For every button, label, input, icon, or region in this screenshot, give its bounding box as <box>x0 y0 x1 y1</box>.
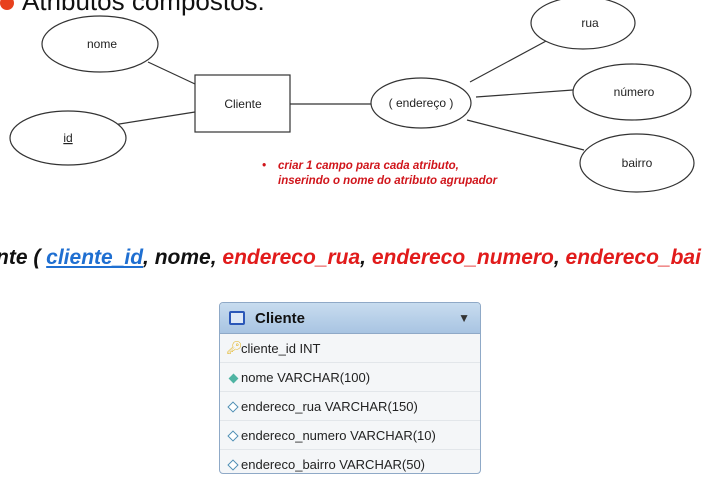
column-label: endereco_numero VARCHAR(10) <box>241 427 436 443</box>
table-icon <box>229 311 245 325</box>
attribute-endereco-label: ( endereço ) <box>389 96 454 110</box>
column-label: cliente_id INT <box>241 340 321 356</box>
relation-sep-3: , <box>553 246 566 269</box>
table-header[interactable]: Cliente ▼ <box>220 303 480 334</box>
table-column-row[interactable]: 🔑︎ cliente_id INT <box>220 334 480 363</box>
attribute-bairro <box>579 133 695 193</box>
open-diamond-icon <box>226 399 239 414</box>
open-diamond-icon <box>226 457 239 472</box>
relation-field-bairro: endereco_bai <box>565 246 701 269</box>
connector-endereco-numero <box>475 89 574 98</box>
note-bullet: • <box>262 160 267 172</box>
column-label: nome VARCHAR(100) <box>241 369 371 385</box>
attribute-id-label: id <box>63 131 72 145</box>
table-column-row[interactable]: endereco_bairro VARCHAR(50) <box>220 450 480 473</box>
relation-field-rua: endereco_rua <box>222 246 361 269</box>
attribute-nome-label: nome <box>87 37 117 51</box>
note-line-2: inserindo o nome do atributo agrupador <box>278 175 498 187</box>
attribute-numero-label: número <box>614 85 655 99</box>
table-column-row[interactable]: nome VARCHAR(100) <box>220 363 480 392</box>
table-column-row[interactable]: endereco_rua VARCHAR(150) <box>220 392 480 421</box>
relation-field-numero: endereco_numero <box>371 246 554 269</box>
attribute-bairro-label: bairro <box>622 156 653 170</box>
connector-id-cliente <box>112 111 196 126</box>
filled-diamond-icon <box>226 370 238 385</box>
table-cliente[interactable]: Cliente ▼ 🔑︎ cliente_id INT nome VARCHAR… <box>219 302 481 474</box>
relation-prefix: nte ( <box>0 246 47 269</box>
attribute-id <box>9 110 127 166</box>
table-title: Cliente <box>255 309 306 327</box>
connector-endereco-bairro <box>466 119 585 151</box>
attribute-numero <box>572 63 692 121</box>
relation-sep-2: , <box>360 246 372 269</box>
heading-text: Atributos compostos: <box>22 0 265 16</box>
open-diamond-icon <box>226 428 239 443</box>
er-diagram: nome id Cliente ( endereço ) rua número … <box>9 0 695 193</box>
note-block: • criar 1 campo para cada atributo, inser… <box>262 159 497 189</box>
column-label: endereco_bairro VARCHAR(50) <box>241 456 426 472</box>
key-icon: 🔑︎ <box>226 340 243 355</box>
connector-endereco-rua <box>469 39 549 83</box>
dropdown-arrow-icon[interactable]: ▼ <box>458 311 470 325</box>
relation-primary-key: cliente_id <box>46 246 144 269</box>
attribute-rua <box>530 0 636 50</box>
relation-schema: nte ( cliente_id, nome, endereco_rua, en… <box>0 246 701 270</box>
table-column-row[interactable]: endereco_numero VARCHAR(10) <box>220 421 480 450</box>
orange-bullet-icon <box>0 0 14 11</box>
connector-nome-cliente <box>147 61 196 85</box>
attribute-rua-label: rua <box>581 16 599 30</box>
column-label: endereco_rua VARCHAR(150) <box>241 398 418 414</box>
relation-sep-1: , nome, <box>143 246 223 269</box>
attribute-nome <box>41 15 159 73</box>
attribute-endereco <box>370 77 472 129</box>
slide-heading: Atributos compostos: <box>0 0 265 17</box>
entity-cliente <box>194 74 291 133</box>
entity-cliente-label: Cliente <box>224 97 262 111</box>
note-line-1: criar 1 campo para cada atributo, <box>278 160 459 172</box>
